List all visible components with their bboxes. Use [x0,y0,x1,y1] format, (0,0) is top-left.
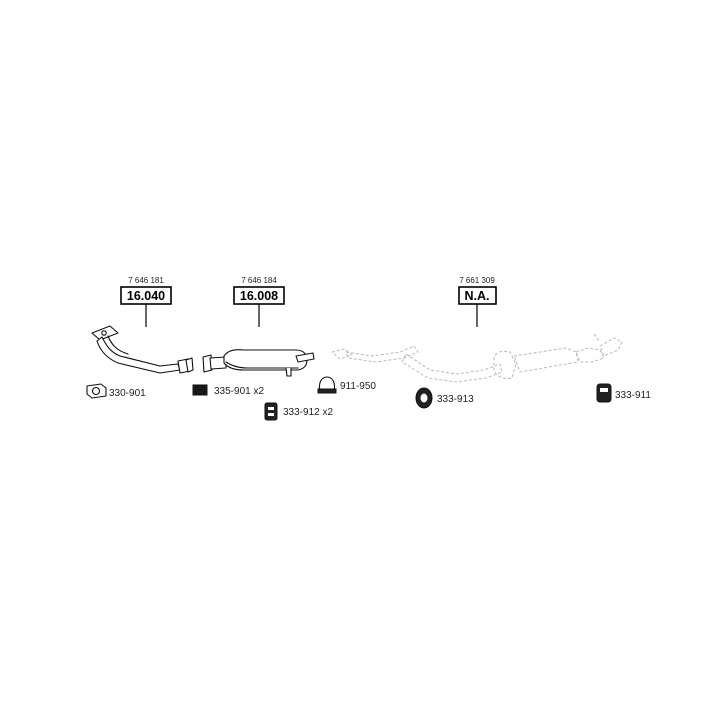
gasket-label: 330-901 [109,388,146,399]
rear-section-drawing [331,333,623,383]
callout-middle-silencer: 7 646 184 16.008 [233,276,285,327]
ring-mount-icon [415,387,433,409]
callout-front-pipe-ref: 7 646 181 [128,276,164,285]
callout-rear-section-ref: 7 661 309 [459,276,495,285]
callout-rear-section: 7 661 309 N.A. [458,276,497,327]
callout-front-pipe-code: 16.040 [127,289,165,303]
rubber-mount-icon [264,402,278,421]
middle-silencer-drawing [202,349,315,377]
callout-middle-silencer-code: 16.008 [240,289,278,303]
callout-rear-section-code: N.A. [465,289,490,303]
hanger-icon [596,383,612,403]
ring-mount-label: 333-913 [437,394,474,405]
front-pipe-drawing [91,325,194,374]
callout-middle-silencer-ref: 7 646 184 [241,276,277,285]
gasket-part: 330-901 [86,383,146,399]
rubber-mount-label: 333-912 x2 [283,407,333,418]
spring-icon [192,384,208,396]
callout-front-pipe: 7 646 181 16.040 [120,276,172,327]
hanger-part: 333-911 [596,383,651,403]
clamp-part: 911-950 [317,376,376,394]
ring-mount-part: 333-913 [415,387,474,409]
clamp-label: 911-950 [340,381,376,392]
hanger-label: 333-911 [615,390,651,401]
spring-label: 335-901 x2 [214,386,264,397]
spring-part: 335-901 x2 [192,384,264,397]
rubber-mount-part: 333-912 x2 [264,402,333,421]
clamp-icon [317,376,337,394]
